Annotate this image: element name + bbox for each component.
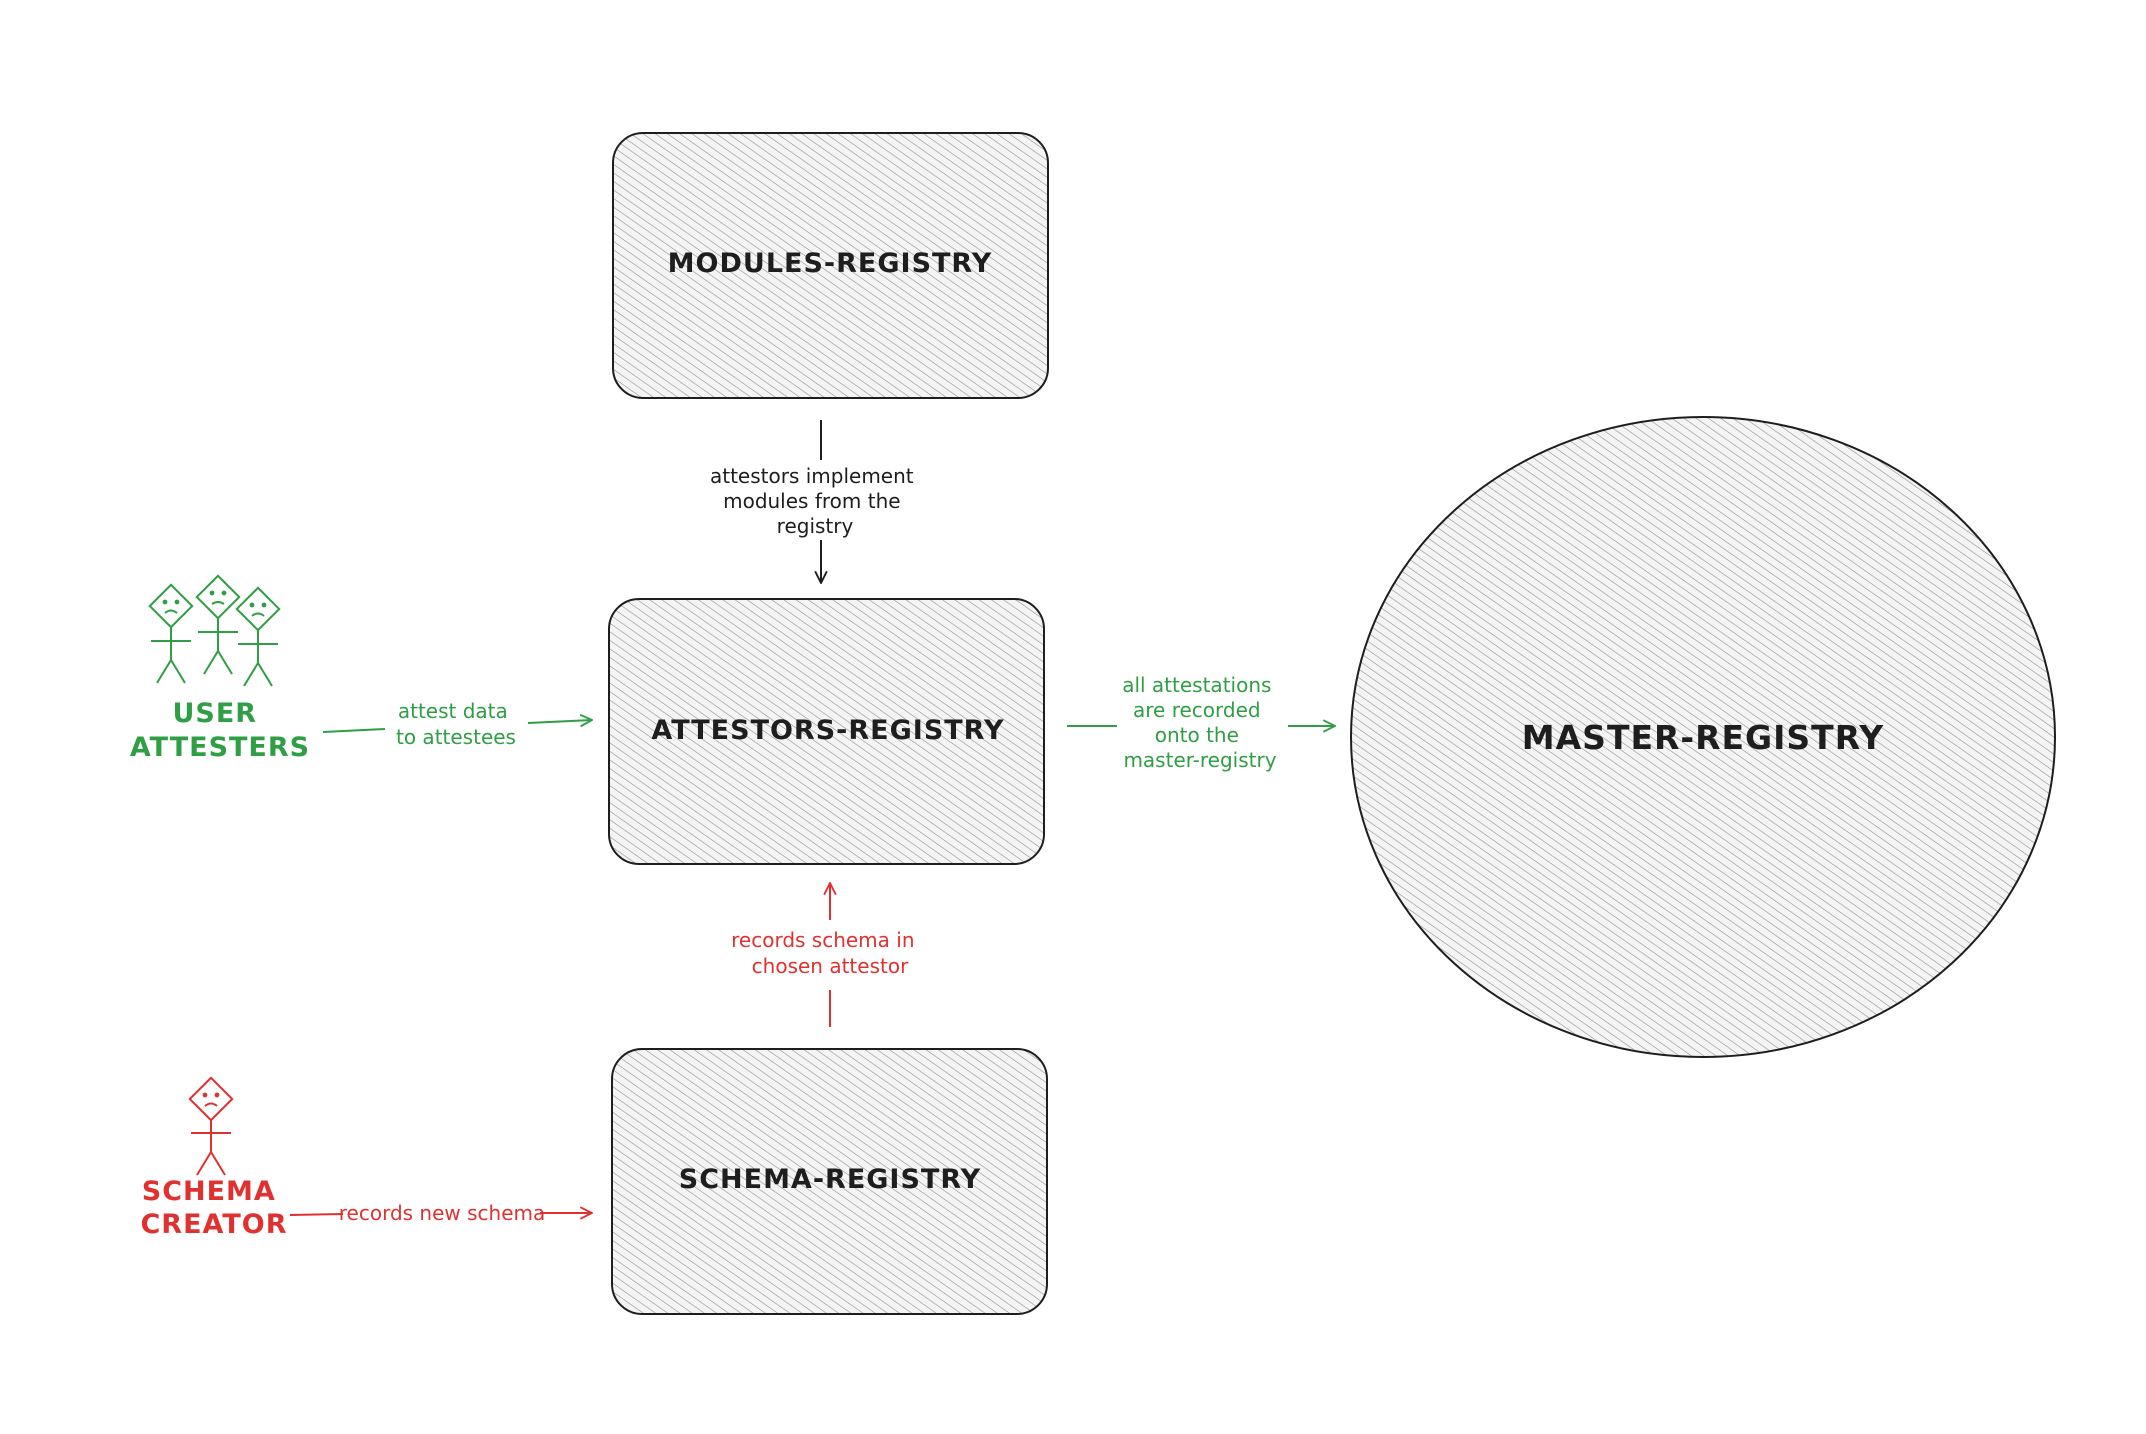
actor-label-line: ATTESTERS	[130, 732, 310, 763]
schema-registry-node[interactable]: SCHEMA-REGISTRY	[611, 1048, 1048, 1315]
stick-figure-icon	[148, 583, 194, 684]
edge-creator-to-schema: records new schema	[289, 1201, 592, 1225]
modules-registry-node[interactable]: MODULES-REGISTRY	[612, 132, 1049, 399]
edge-label-line: master-registry	[1123, 748, 1276, 772]
master-registry-node[interactable]: MASTER-REGISTRY	[1350, 416, 2056, 1058]
master-registry-label: MASTER-REGISTRY	[1522, 718, 1885, 757]
edge-label-line: records schema in	[731, 928, 914, 952]
edge-schema-to-attestors: records schema in chosen attestor	[731, 883, 921, 1027]
edge-label-line: records new schema	[339, 1201, 546, 1225]
edge-modules-to-attestors: attestors implement modules from the reg…	[710, 420, 920, 583]
edge-attestors-to-master: all attestations are recorded onto the m…	[1067, 673, 1335, 772]
svg-text:all attestations are rec: all attestations are recorded onto the m…	[1122, 673, 1278, 772]
edge-label-line: onto the	[1155, 723, 1239, 747]
edge-label-line: attest data	[398, 699, 508, 723]
edge-label-line: chosen attestor	[752, 954, 909, 978]
svg-text:attest data to attestees: attest data to attestees	[396, 699, 516, 749]
schema-creator-actor[interactable]: SCHEMA CREATOR	[140, 1076, 287, 1240]
edge-label-line: to attestees	[396, 725, 516, 749]
stick-figure-icon	[235, 586, 281, 687]
actor-label-line: USER	[172, 698, 257, 729]
edge-label-line: modules from the	[723, 489, 900, 513]
actor-label-line: SCHEMA	[142, 1176, 276, 1207]
stick-figure-icon	[188, 1076, 234, 1176]
attestors-registry-label: ATTESTORS-REGISTRY	[651, 715, 1004, 746]
svg-text:records schema in chosen: records schema in chosen attestor	[731, 928, 921, 978]
edge-users-to-attestors: attest data to attestees	[322, 699, 592, 749]
svg-text:records new schema: records new schema	[339, 1201, 546, 1225]
edge-label-line: attestors implement	[710, 464, 914, 488]
edge-label-line: are recorded	[1133, 698, 1261, 722]
attestors-registry-node[interactable]: ATTESTORS-REGISTRY	[608, 598, 1045, 865]
user-attesters-actor[interactable]: USER ATTESTERS	[130, 574, 310, 763]
modules-registry-label: MODULES-REGISTRY	[668, 248, 993, 279]
edge-label-line: registry	[777, 514, 854, 538]
svg-text:attestors implement modu: attestors implement modules from the reg…	[710, 464, 920, 538]
actor-label-line: CREATOR	[140, 1209, 287, 1240]
svg-text:SCHEMA CREATOR: SCHEMA CREATOR	[140, 1176, 287, 1240]
edge-label-line: all attestations	[1122, 673, 1271, 697]
schema-registry-label: SCHEMA-REGISTRY	[679, 1164, 981, 1195]
svg-text:USER ATTESTERS: USER ATTESTERS	[130, 698, 310, 763]
stick-figure-icon	[195, 574, 241, 675]
